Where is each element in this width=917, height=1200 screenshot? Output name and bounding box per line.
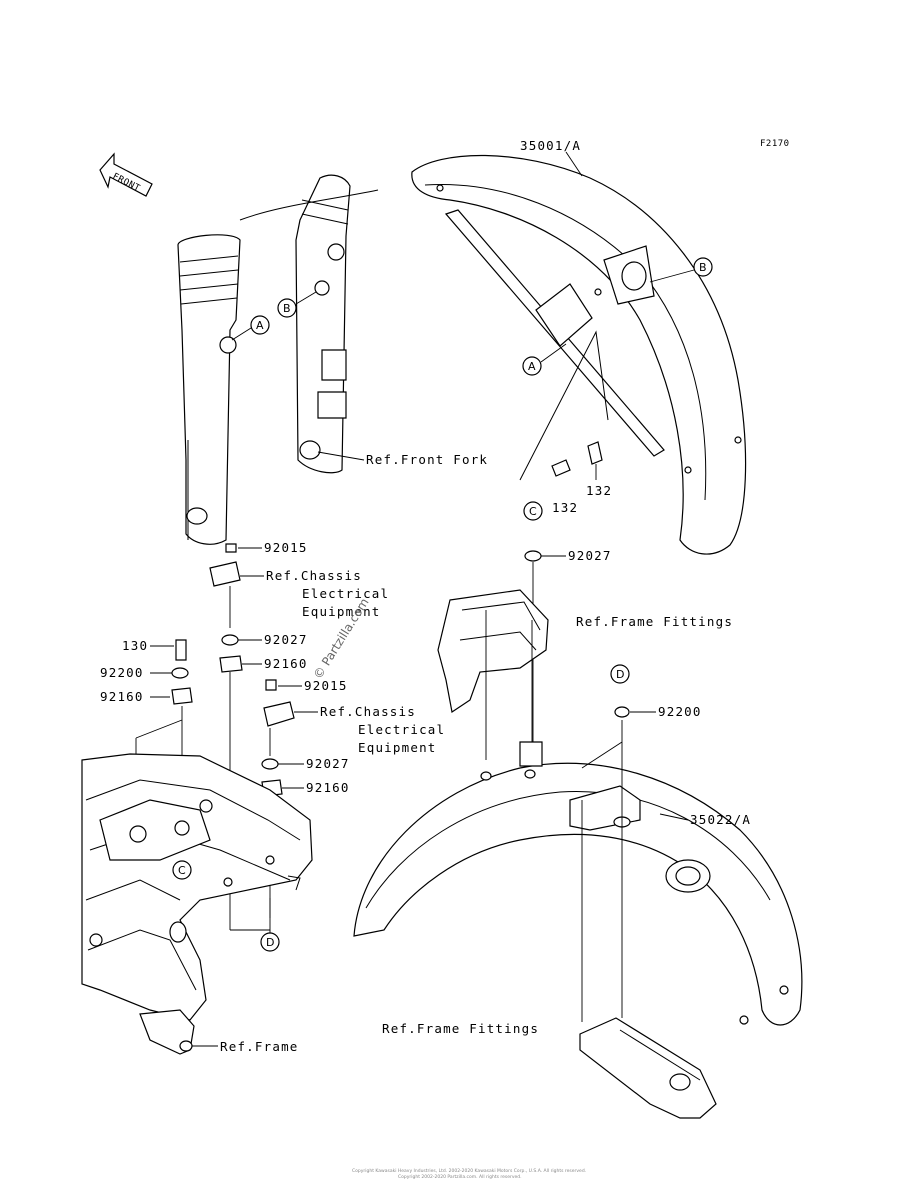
svg-text:A: A [256,319,264,332]
svg-text:C: C [529,505,537,518]
ref-front-fork: Ref.Front Fork [317,451,488,467]
svg-text:92027: 92027 [568,548,612,563]
svg-text:Electrical: Electrical [358,722,445,737]
front-fork-illustration [177,174,379,545]
frame-fitting-bracket: Ref.Frame Fittings [437,589,733,760]
svg-text:92015: 92015 [304,678,348,693]
svg-text:130: 130 [122,638,148,653]
rear-fender-illustration [353,720,803,1119]
svg-text:D: D [266,936,274,949]
part-132-upper-label: 132 [586,483,612,498]
svg-text:92027: 92027 [306,756,350,771]
svg-text:C: C [178,864,186,877]
svg-text:Equipment: Equipment [302,604,381,619]
far-left-fasteners: 130 92200 92160 [100,638,193,834]
svg-text:A: A [528,360,536,373]
svg-text:92160: 92160 [264,656,308,671]
svg-text:92200: 92200 [658,704,702,719]
svg-text:Ref.Front Fork: Ref.Front Fork [366,452,488,467]
svg-text:D: D [616,668,624,681]
callout-b-fender: B [649,257,713,283]
callout-c-frame: C [172,860,192,880]
front-direction-arrow: FRONT [99,152,153,197]
svg-text:92160: 92160 [306,780,350,795]
ref-frame-fittings-lower: Ref.Frame Fittings [382,1021,539,1036]
front-fender-illustration [411,154,747,555]
part-132-lower-label: 132 [552,500,578,515]
callout-b-fork: B [277,291,317,318]
part-92027-fender: 92027 [524,548,612,742]
callout-a-fender: A [522,343,567,376]
svg-text:Ref.Frame: Ref.Frame [220,1039,299,1054]
svg-text:92015: 92015 [264,540,308,555]
ref-frame: Ref.Frame [192,1039,299,1054]
diagram-ref-code: F2170 [760,139,790,149]
callout-c-fender: C [523,501,543,521]
frame-illustration [81,753,313,1055]
part-92200-rear: 92200 [614,704,702,719]
svg-text:Ref.Chassis: Ref.Chassis [266,568,362,583]
svg-text:Electrical: Electrical [302,586,389,601]
svg-text:Ref.Chassis: Ref.Chassis [320,704,416,719]
svg-text:92027: 92027 [264,632,308,647]
svg-text:B: B [283,302,291,315]
svg-text:92200: 92200 [100,665,144,680]
footer-copyright-2: Copyright 2002-2020 Partzilla.com. All r… [398,1174,522,1180]
callout-a-fork: A [231,315,270,341]
part-35022-label: 35022/A [690,812,751,827]
svg-text:B: B [699,261,707,274]
callout-d-rear: D [610,664,630,684]
footer-copyright-1: Copyright Kawasaki Heavy Industries, Ltd… [352,1168,586,1174]
callout-d-frame: D [230,898,280,952]
ref-frame-fittings-upper: Ref.Frame Fittings [576,614,733,629]
part-35001-label: 35001/A [520,138,581,153]
svg-text:92160: 92160 [100,689,144,704]
svg-text:Equipment: Equipment [358,740,437,755]
left-fastener-stack: 92015 Ref.Chassis Electrical Equipment 9… [209,540,389,930]
